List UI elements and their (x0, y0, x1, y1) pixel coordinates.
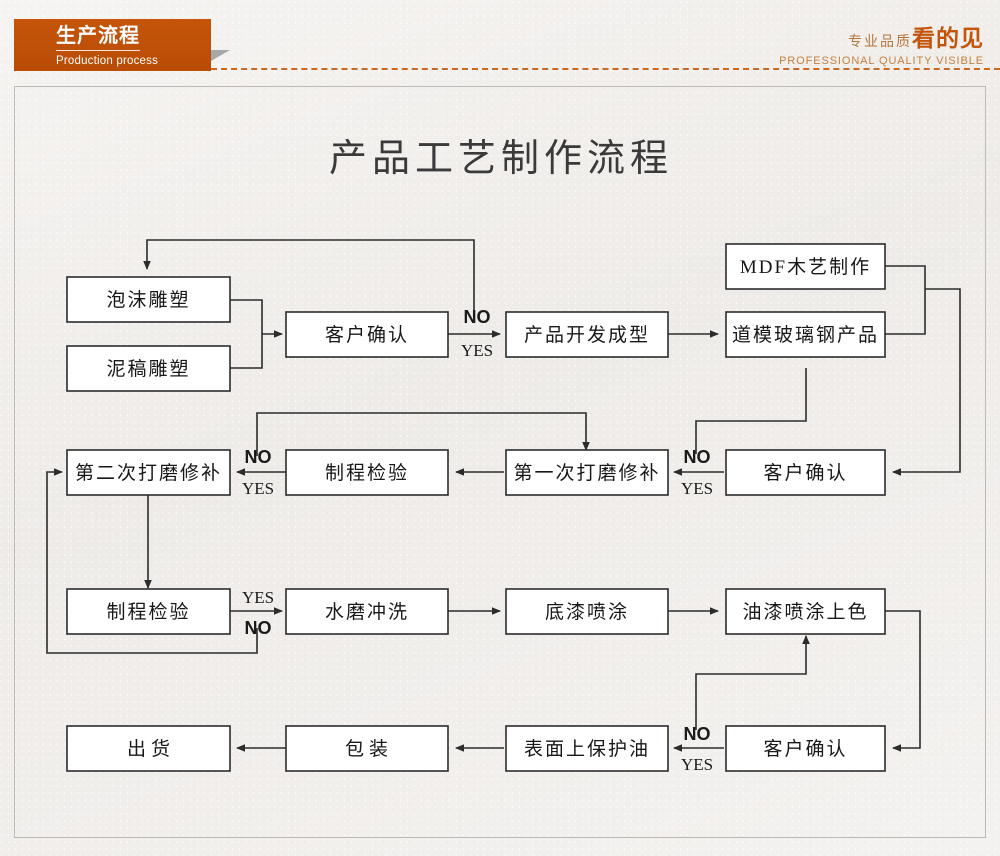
tag-yes-inspect2: YES (242, 588, 274, 607)
node-clay[interactable]: 泥稿雕塑 (66, 345, 231, 392)
page-title: 产品工艺制作流程 (328, 138, 673, 180)
node-packaging-label: 包装 (345, 738, 393, 760)
tag-no-inspect2: NO (245, 618, 272, 638)
slogan-en: PROFESSIONAL QUALITY VISIBLE (779, 55, 984, 67)
node-primer-spray-label: 底漆喷涂 (545, 601, 629, 623)
node-second-grinding-repair-label: 第二次打磨修补 (75, 462, 222, 484)
node-product-development-label: 产品开发成型 (524, 324, 650, 346)
node-paint-color-spray-label: 油漆喷涂上色 (742, 601, 868, 623)
banner-title-cn: 生产流程 (56, 23, 140, 51)
node-customer-confirm-1-label: 客户确认 (325, 324, 409, 346)
node-process-inspection-1[interactable]: 制程检验 (285, 449, 449, 496)
node-water-grinding-wash[interactable]: 水磨冲洗 (285, 588, 449, 635)
node-surface-protective-oil-label: 表面上保护油 (524, 738, 650, 760)
node-shipment-label: 出货 (127, 738, 175, 760)
node-water-grinding-wash-label: 水磨冲洗 (325, 601, 409, 623)
node-foam[interactable]: 泡沫雕塑 (66, 276, 231, 323)
tag-yes-confirm3: YES (681, 755, 713, 774)
node-customer-confirm-1[interactable]: 客户确认 (285, 311, 449, 358)
node-customer-confirm-2-label: 客户确认 (763, 462, 847, 484)
node-customer-confirm-3-label: 客户确认 (763, 738, 847, 760)
node-second-grinding-repair[interactable]: 第二次打磨修补 (66, 449, 231, 496)
tag-yes-inspect1: YES (242, 479, 274, 498)
node-first-grinding-repair-label: 第一次打磨修补 (513, 462, 660, 484)
node-process-inspection-2-label: 制程检验 (106, 601, 190, 623)
node-product-development[interactable]: 产品开发成型 (505, 311, 669, 358)
slogan-cn-large: 看的见 (912, 25, 984, 51)
node-mdf-woodwork-label: MDF木艺制作 (740, 256, 871, 278)
tag-yes-confirm2: YES (681, 479, 713, 498)
node-shipment[interactable]: 出货 (66, 725, 231, 772)
node-mdf-woodwork[interactable]: MDF木艺制作 (725, 243, 886, 290)
banner-arrow-icon (211, 50, 230, 61)
page-header: 生产流程 Production process 专业品质看的见 PROFESSI… (0, 0, 1000, 84)
tag-no-inspect1: NO (245, 447, 272, 467)
tag-yes-confirm1: YES (461, 341, 493, 360)
banner-title-en: Production process (56, 55, 159, 67)
tag-no-confirm3: NO (684, 724, 711, 744)
node-foam-label: 泡沫雕塑 (106, 289, 190, 311)
slogan-cn-small: 专业品质 (848, 33, 912, 49)
flowchart-panel: 产品工艺制作流程 (14, 86, 986, 838)
tag-no-confirm1: NO (464, 307, 491, 327)
node-process-inspection-2[interactable]: 制程检验 (66, 588, 231, 635)
node-paint-color-spray[interactable]: 油漆喷涂上色 (725, 588, 886, 635)
node-first-grinding-repair[interactable]: 第一次打磨修补 (505, 449, 669, 496)
node-frp-product[interactable]: 道模玻璃钢产品 (725, 311, 886, 358)
node-surface-protective-oil[interactable]: 表面上保护油 (505, 725, 669, 772)
header-dashed-divider (211, 68, 1000, 70)
node-process-inspection-1-label: 制程检验 (325, 462, 409, 484)
slogan-block: 专业品质看的见 PROFESSIONAL QUALITY VISIBLE (779, 26, 984, 67)
node-primer-spray[interactable]: 底漆喷涂 (505, 588, 669, 635)
slogan-cn: 专业品质看的见 (779, 26, 984, 54)
node-customer-confirm-2[interactable]: 客户确认 (725, 449, 886, 496)
node-frp-product-label: 道模玻璃钢产品 (732, 324, 879, 346)
node-customer-confirm-3[interactable]: 客户确认 (725, 725, 886, 772)
node-clay-label: 泥稿雕塑 (106, 358, 190, 380)
section-banner: 生产流程 Production process (14, 19, 211, 71)
tag-no-confirm2: NO (684, 447, 711, 467)
node-packaging[interactable]: 包装 (285, 725, 449, 772)
